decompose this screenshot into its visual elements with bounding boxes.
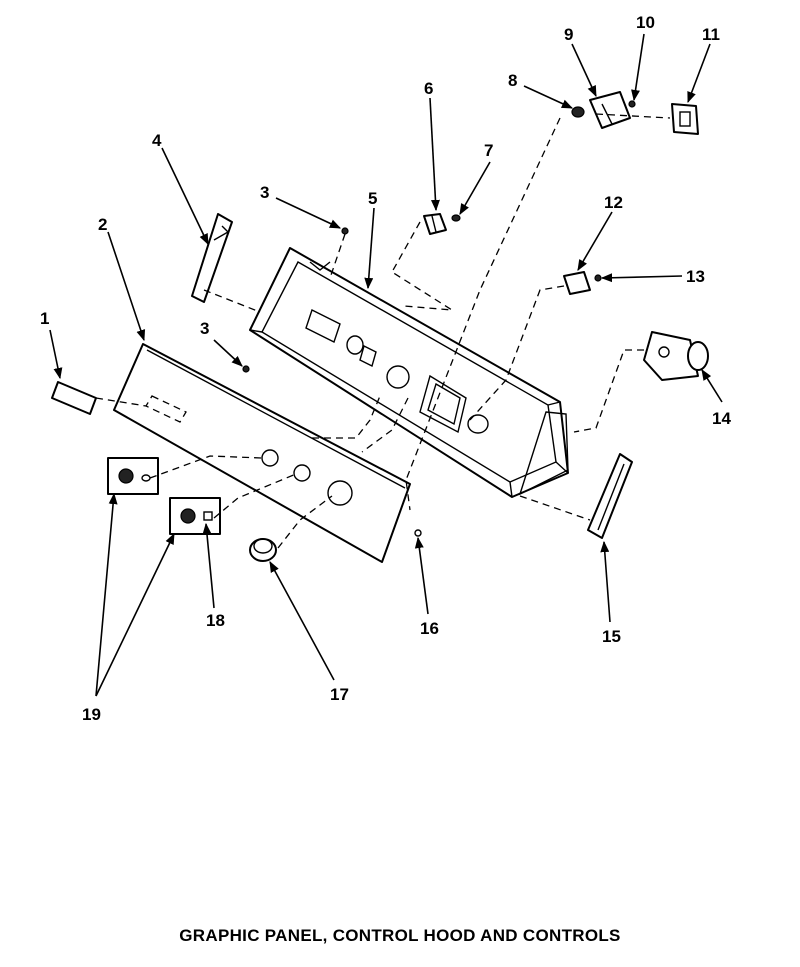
callout-2: 2 (98, 215, 107, 234)
callout-18: 18 (206, 611, 225, 630)
switch-plate-lower (169, 497, 221, 535)
screw-10 (628, 100, 636, 108)
callout-5: 5 (368, 189, 377, 208)
callout-15: 15 (602, 627, 621, 646)
callout-19: 19 (82, 705, 101, 724)
callout-4: 4 (152, 131, 162, 150)
badge-part (51, 381, 97, 415)
callout-8: 8 (508, 71, 517, 90)
left-end-trim (191, 213, 233, 303)
callout-9: 9 (564, 25, 573, 44)
callout-1: 1 (40, 309, 49, 328)
callout-6: 6 (424, 79, 433, 98)
graphic-panel (113, 343, 411, 563)
bracket-9 (589, 91, 631, 129)
screw-16 (414, 529, 422, 537)
callout-3-upper: 3 (260, 183, 269, 202)
clip-7 (451, 214, 461, 222)
control-hood (249, 247, 569, 498)
callout-16: 16 (420, 619, 439, 638)
screw-3-upper (341, 227, 349, 235)
clip-13 (594, 274, 602, 282)
callout-14: 14 (712, 409, 731, 428)
control-knob (249, 538, 277, 562)
switch-12 (563, 271, 591, 295)
grommet-8 (571, 106, 585, 118)
switch-6 (423, 213, 447, 235)
leader-lines (49, 33, 723, 697)
callout-13: 13 (686, 267, 705, 286)
callout-7: 7 (484, 141, 493, 160)
callout-11: 11 (702, 25, 720, 44)
diagram-caption: GRAPHIC PANEL, CONTROL HOOD AND CONTROLS (179, 926, 621, 945)
callout-12: 12 (604, 193, 623, 212)
right-end-trim (587, 453, 633, 539)
callout-17: 17 (330, 685, 349, 704)
callout-3-lower: 3 (200, 319, 209, 338)
assembly-lines (95, 113, 671, 549)
callout-10: 10 (636, 13, 655, 32)
timer-14 (643, 331, 709, 381)
screw-3-lower (242, 365, 250, 373)
switch-11 (671, 103, 699, 135)
switch-plate-upper (107, 457, 159, 495)
